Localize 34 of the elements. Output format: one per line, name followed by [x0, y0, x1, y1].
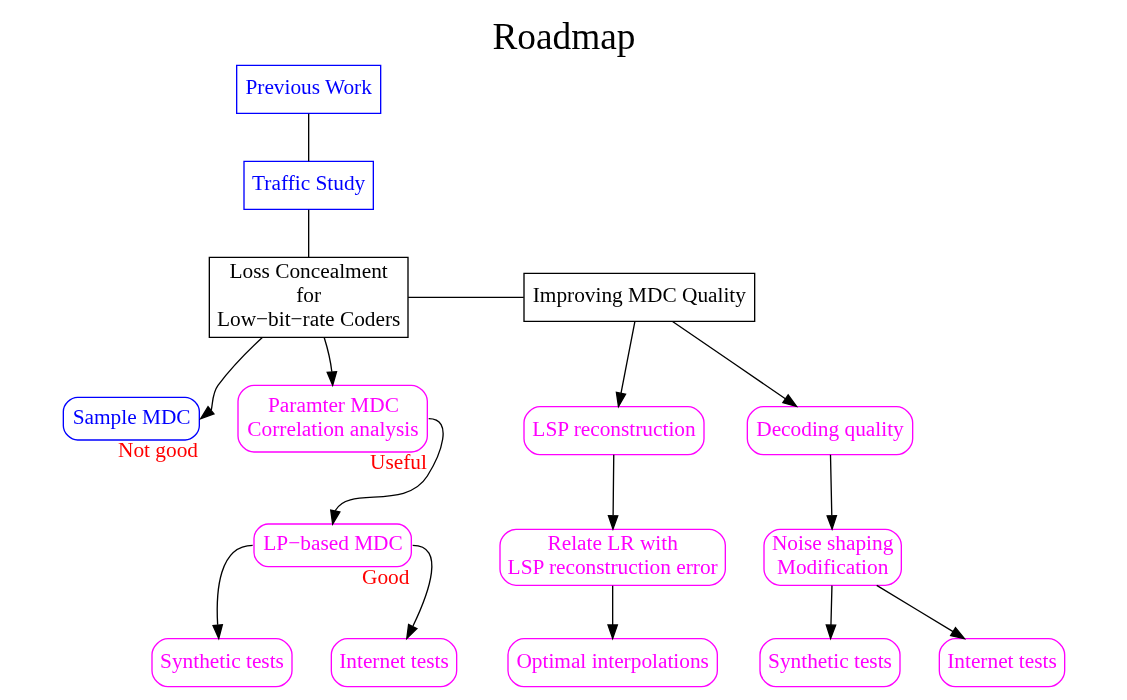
arrow [875, 584, 966, 640]
connector [307, 209, 309, 258]
node-box: Improving MDC Quality [522, 272, 755, 322]
arrow [198, 336, 263, 420]
node-box: LP−based MDC [252, 523, 412, 568]
node-box: Noise shaping Modification [762, 528, 902, 586]
node-box: Paramter MDC Correlation analysis [236, 384, 428, 453]
node-box: Traffic Study [242, 160, 374, 210]
node-box: Decoding quality [746, 406, 913, 456]
arrow [329, 418, 444, 526]
node-box: Previous Work [235, 64, 381, 114]
node-box: Synthetic tests [758, 638, 901, 688]
arrow [211, 544, 253, 641]
arrow [671, 320, 798, 408]
node-box: Internet tests [938, 638, 1065, 688]
arrow [405, 544, 432, 641]
node-box: Loss Concealment for Low−bit−rate Coders [208, 256, 409, 338]
node-box: Synthetic tests [150, 638, 293, 688]
diagram-title: Roadmap [491, 15, 636, 57]
arrow [615, 320, 636, 409]
node-box: Relate LR with LSP reconstruction error [498, 528, 726, 586]
node-box: Sample MDC [62, 396, 200, 441]
node-box: Optimal interpolations [506, 638, 718, 688]
node-label: Not good [117, 438, 198, 463]
node-box: Internet tests [330, 638, 457, 688]
connector [307, 113, 309, 162]
node-box: LSP reconstruction [522, 406, 705, 456]
arrow [825, 454, 837, 532]
arrow [323, 337, 337, 388]
arrow [606, 584, 618, 641]
arrow [824, 584, 837, 641]
arrow [607, 454, 619, 532]
node-label: Useful [369, 450, 427, 475]
connector [406, 296, 524, 298]
